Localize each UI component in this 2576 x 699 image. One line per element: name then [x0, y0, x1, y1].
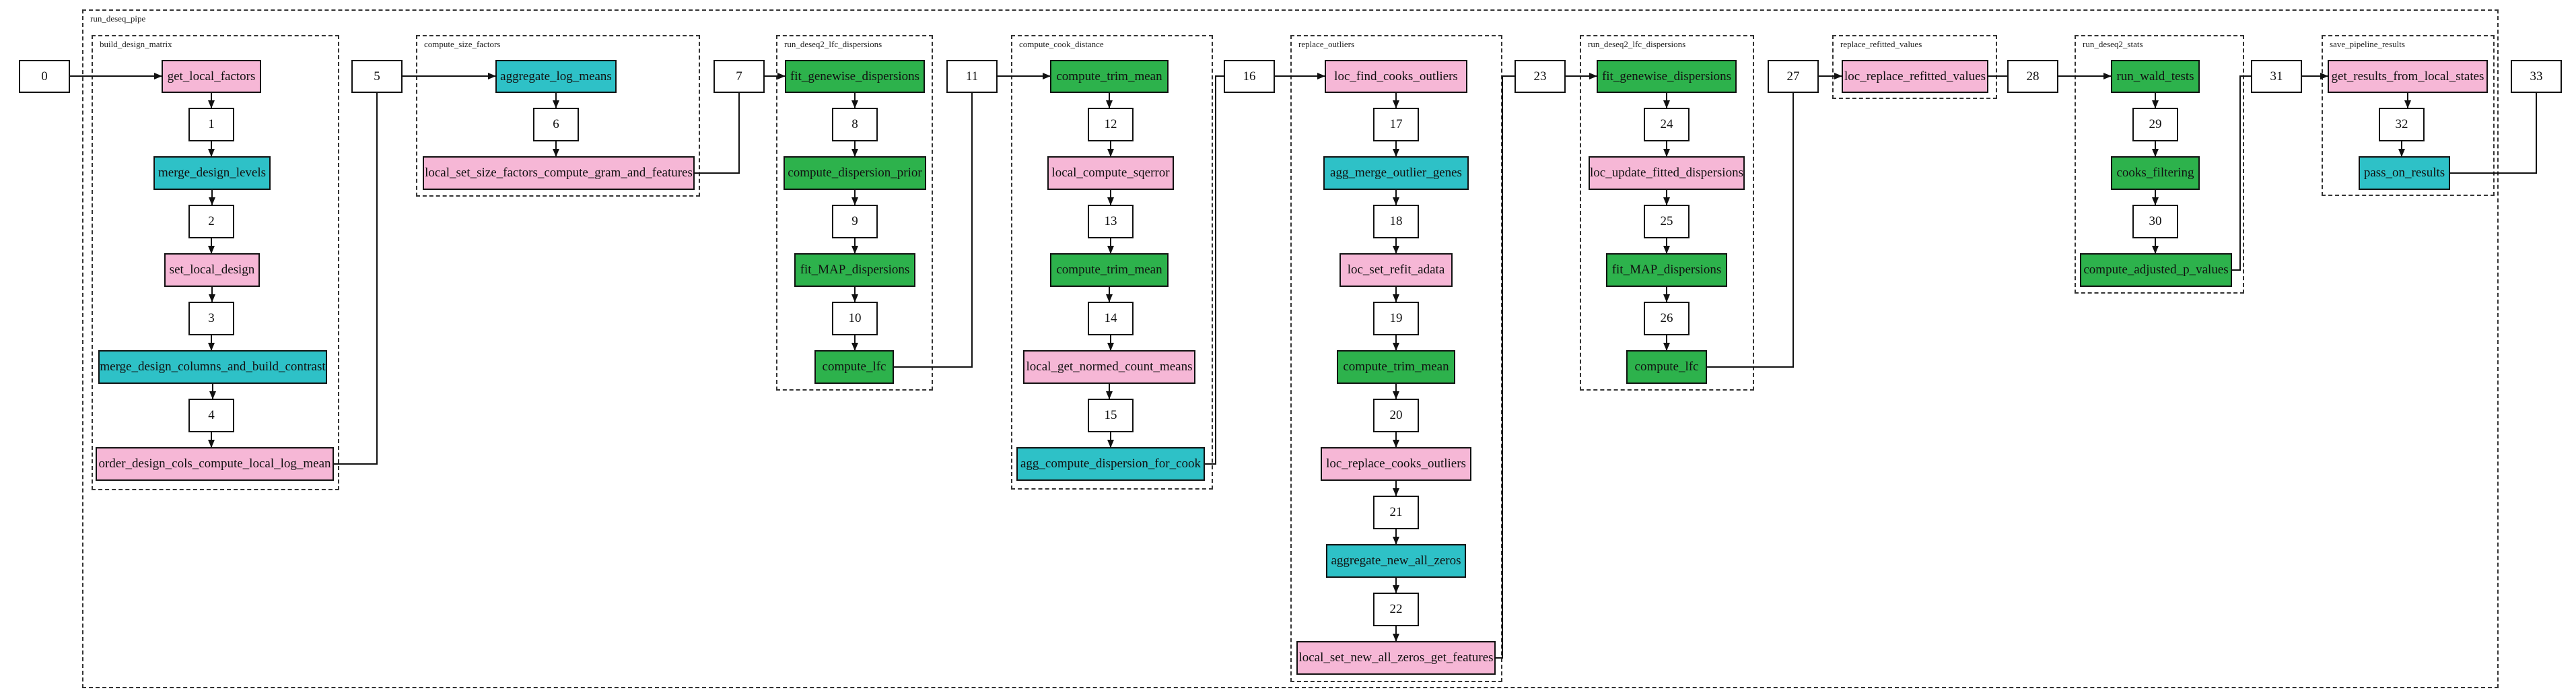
step-node-25: 25	[1644, 205, 1690, 238]
step-node-22: 22	[1373, 593, 1419, 626]
cluster-label: run_deseq2_stats	[2083, 39, 2143, 49]
step-node-23: 23	[1515, 60, 1566, 93]
cluster-label: compute_size_factors	[424, 39, 501, 49]
task-node-set-local-design: set_local_design	[164, 253, 260, 287]
task-node-local-set-new-all-zeros-get-features: local_set_new_all_zeros_get_features	[1296, 641, 1496, 675]
cluster-lfc2: run_deseq2_lfc_dispersions	[1580, 35, 1754, 391]
step-node-11: 11	[946, 60, 998, 93]
edge-odc-to-n5	[334, 93, 378, 465]
task-node-fit-map-dispersions: fit_MAP_dispersions	[1606, 253, 1727, 287]
task-node-cooks-filtering: cooks_filtering	[2111, 156, 2200, 190]
cluster-rrv: replace_refitted_values	[1832, 35, 1997, 99]
step-node-26: 26	[1644, 302, 1690, 335]
step-node-10: 10	[832, 302, 878, 335]
cluster-label: run_deseq2_lfc_dispersions	[1588, 39, 1686, 49]
step-node-29: 29	[2132, 108, 2178, 141]
step-node-16: 16	[1224, 60, 1275, 93]
edge-lsnaz-to-n23	[1496, 75, 1515, 659]
task-node-local-set-size-factors-compute-gram-and-features: local_set_size_factors_compute_gram_and_…	[423, 156, 695, 190]
cluster-label: compute_cook_distance	[1019, 39, 1104, 49]
task-node-compute-lfc: compute_lfc	[1626, 350, 1707, 384]
task-node-loc-update-fitted-dispersions: loc_update_fitted_dispersions	[1589, 156, 1745, 190]
task-node-get-local-factors: get_local_factors	[162, 60, 261, 93]
step-node-2: 2	[188, 205, 234, 238]
step-node-7: 7	[713, 60, 765, 93]
step-node-5: 5	[351, 60, 403, 93]
step-node-4: 4	[188, 399, 234, 432]
step-node-32: 32	[2379, 108, 2425, 141]
edge-capv-to-n31	[2232, 75, 2251, 271]
task-node-loc-replace-cooks-outliers: loc_replace_cooks_outliers	[1321, 447, 1471, 481]
cluster-stats: run_deseq2_stats	[2075, 35, 2244, 294]
cluster-label: save_pipeline_results	[2330, 39, 2405, 49]
step-node-30: 30	[2132, 205, 2178, 238]
step-node-1: 1	[188, 108, 234, 141]
step-node-9: 9	[832, 205, 878, 238]
task-node-merge-design-columns-and-build-contrast: merge_design_columns_and_build_contrast	[98, 350, 327, 384]
task-node-agg-merge-outlier-genes: agg_merge_outlier_genes	[1323, 156, 1469, 190]
step-node-31: 31	[2251, 60, 2302, 93]
task-node-compute-lfc: compute_lfc	[814, 350, 894, 384]
step-node-27: 27	[1768, 60, 1819, 93]
step-node-0: 0	[19, 60, 70, 93]
task-node-loc-set-refit-adata: loc_set_refit_adata	[1339, 253, 1453, 287]
task-node-compute-trim-mean: compute_trim_mean	[1050, 60, 1169, 93]
task-node-aggregate-new-all-zeros: aggregate_new_all_zeros	[1326, 544, 1466, 578]
cluster-label: build_design_matrix	[100, 39, 172, 49]
edge-lsf-to-n7	[695, 93, 740, 174]
cluster-spr: save_pipeline_results	[2322, 35, 2495, 196]
cluster-label: replace_refitted_values	[1840, 39, 1922, 49]
step-node-20: 20	[1373, 399, 1419, 432]
task-node-fit-map-dispersions: fit_MAP_dispersions	[794, 253, 915, 287]
cluster-bdm: build_design_matrix	[92, 35, 339, 490]
task-node-aggregate-log-means: aggregate_log_means	[495, 60, 617, 93]
task-node-fit-genewise-dispersions: fit_genewise_dispersions	[1597, 60, 1737, 93]
task-node-agg-compute-dispersion-for-cook: agg_compute_dispersion_for_cook	[1016, 447, 1205, 481]
step-node-33: 33	[2511, 60, 2562, 93]
cluster-ccd: compute_cook_distance	[1011, 35, 1213, 490]
task-node-merge-design-levels: merge_design_levels	[153, 156, 271, 190]
step-node-3: 3	[188, 302, 234, 335]
cluster-csf: compute_size_factors	[416, 35, 700, 197]
edge-clfc1-to-n11	[894, 93, 973, 368]
step-node-6: 6	[533, 108, 579, 141]
cluster-label: replace_outliers	[1298, 39, 1355, 49]
task-node-local-get-normed-count-means: local_get_normed_count_means	[1023, 350, 1195, 384]
step-node-28: 28	[2007, 60, 2058, 93]
step-node-21: 21	[1373, 496, 1419, 529]
cluster-main: run_deseq_pipe	[82, 9, 2499, 688]
cluster-lfc1: run_deseq2_lfc_dispersions	[776, 35, 933, 391]
task-node-get-results-from-local-states: get_results_from_local_states	[2328, 60, 2488, 93]
task-node-fit-genewise-dispersions: fit_genewise_dispersions	[785, 60, 925, 93]
edge-acd-to-n16	[1205, 75, 1224, 465]
step-node-24: 24	[1644, 108, 1690, 141]
task-node-order-design-cols-compute-local-log-mean: order_design_cols_compute_local_log_mean	[96, 447, 334, 481]
task-node-run-wald-tests: run_wald_tests	[2111, 60, 2200, 93]
step-node-13: 13	[1088, 205, 1134, 238]
step-node-19: 19	[1373, 302, 1419, 335]
step-node-18: 18	[1373, 205, 1419, 238]
task-node-local-compute-sqerror: local_compute_sqerror	[1047, 156, 1174, 190]
task-node-pass-on-results: pass_on_results	[2359, 156, 2450, 190]
edge-clfc2-to-n27	[1707, 93, 1794, 368]
task-node-loc-replace-refitted-values: loc_replace_refitted_values	[1842, 60, 1988, 93]
task-node-compute-adjusted-p-values: compute_adjusted_p_values	[2080, 253, 2232, 287]
cluster-label: run_deseq2_lfc_dispersions	[784, 39, 882, 49]
task-node-compute-trim-mean: compute_trim_mean	[1337, 350, 1455, 384]
task-node-compute-dispersion-prior: compute_dispersion_prior	[784, 156, 926, 190]
cluster-label: run_deseq_pipe	[90, 13, 146, 24]
step-node-12: 12	[1088, 108, 1134, 141]
step-node-8: 8	[832, 108, 878, 141]
task-node-compute-trim-mean: compute_trim_mean	[1050, 253, 1169, 287]
edge-por-to-n33	[2450, 93, 2537, 174]
step-node-17: 17	[1373, 108, 1419, 141]
step-node-14: 14	[1088, 302, 1134, 335]
step-node-15: 15	[1088, 399, 1134, 432]
task-node-loc-find-cooks-outliers: loc_find_cooks_outliers	[1325, 60, 1467, 93]
